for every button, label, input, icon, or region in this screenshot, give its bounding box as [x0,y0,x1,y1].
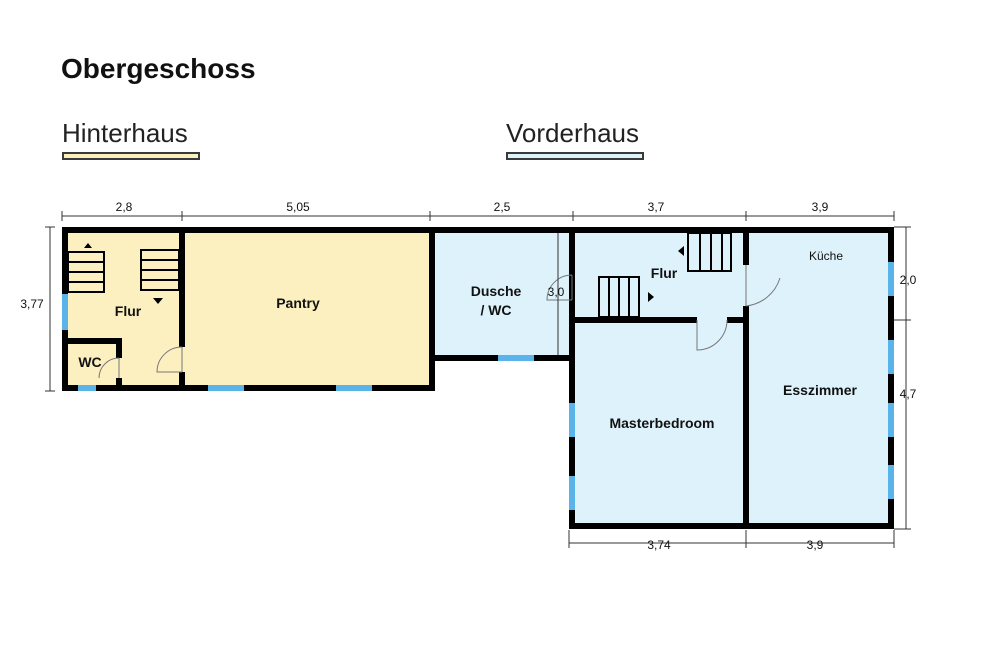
dim-bottom-2: 3,9 [807,538,824,552]
stair-right-arrow-icon [648,292,654,302]
room-wc: WC [78,354,101,370]
room-kueche: Küche [809,249,843,263]
fill-dusche [430,230,573,358]
legend-hinterhaus-label: Hinterhaus [62,118,188,148]
windows [62,262,894,510]
dimension-lines [45,211,911,548]
dim-right-lower: 4,7 [900,387,917,401]
fill-hinterhaus [62,230,432,388]
room-dusche-line1: Dusche [471,283,522,299]
door-swings [98,265,781,379]
dim-top-3: 2,5 [494,200,511,214]
page-title: Obergeschoss [61,53,256,84]
legend-hinterhaus-swatch [62,152,200,160]
stair-left-arrow-icon [678,246,684,256]
room-esszimmer: Esszimmer [783,382,857,398]
dim-left: 3,77 [20,297,44,311]
dim-top-4: 3,7 [648,200,665,214]
dim-right-upper: 2,0 [900,273,917,287]
legend-vorderhaus-label: Vorderhaus [506,118,639,148]
room-flur-vorne: Flur [651,265,678,281]
room-dusche-line2: / WC [480,302,511,318]
legend-hinterhaus: Hinterhaus [62,120,200,160]
stairs-vorderhaus [598,232,732,318]
legend-vorderhaus: Vorderhaus [506,120,644,160]
room-pantry: Pantry [276,295,320,311]
dim-top-5: 3,9 [812,200,829,214]
stair-down-arrow-icon [153,298,163,304]
room-flur-hinten: Flur [115,303,142,319]
fill-vorderhaus [570,230,892,526]
dim-bottom-1: 3,74 [647,538,671,552]
stairs-hinterhaus [67,249,180,293]
stair-up-arrow-icon [84,243,92,248]
dim-top-2: 5,05 [286,200,310,214]
legend-vorderhaus-swatch [506,152,644,160]
dim-inner: 3,0 [548,285,565,299]
dim-top-1: 2,8 [116,200,133,214]
room-masterbedroom: Masterbedroom [609,415,714,431]
